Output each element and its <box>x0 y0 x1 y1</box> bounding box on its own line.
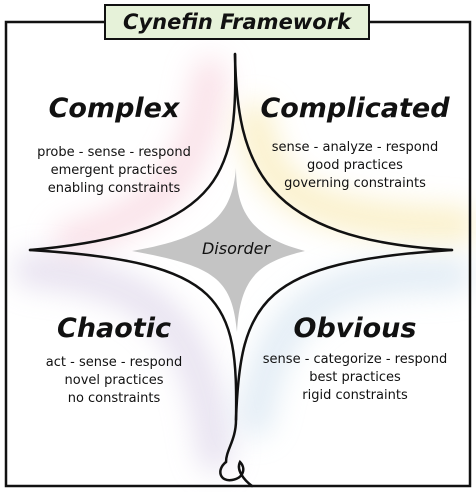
boundary-obvious <box>234 248 454 422</box>
obvious-line-2: best practices <box>309 370 401 385</box>
complicated-title: Complicated <box>260 93 450 124</box>
complicated-line-1: sense - analyze - respond <box>271 140 439 155</box>
chaotic-line-1: act - sense - respond <box>45 355 183 370</box>
complex-tint <box>53 58 227 257</box>
complicated-line-2: good practices <box>307 158 403 173</box>
disorder-area <box>132 168 305 332</box>
chaotic-tint <box>13 253 232 472</box>
disorder-label: Disorder <box>201 239 271 258</box>
boundary-complicated <box>233 52 454 252</box>
complicated-tint <box>238 103 476 242</box>
chaotic-line-3: no constraints <box>67 391 161 406</box>
complex-title: Complex <box>48 93 180 124</box>
chaotic-line-2: novel practices <box>64 373 164 388</box>
complicated-line-3: governing constraints <box>284 176 426 191</box>
boundary-complex <box>28 52 237 252</box>
complex-line-1: probe - sense - respond <box>37 145 191 160</box>
diagram-title: Cynefin Framework <box>104 4 370 40</box>
complex-line-2: emergent practices <box>50 163 178 178</box>
obvious-line-1: sense - categorize - respond <box>262 352 448 367</box>
complex-line-3: enabling constraints <box>47 181 181 196</box>
chaotic-title: Chaotic <box>57 313 171 344</box>
cliff-fold <box>219 459 254 488</box>
obvious-title: Obvious <box>293 313 417 344</box>
boundary-chaotic <box>28 248 238 464</box>
obvious-tint <box>238 258 472 437</box>
obvious-line-3: rigid constraints <box>302 388 408 403</box>
